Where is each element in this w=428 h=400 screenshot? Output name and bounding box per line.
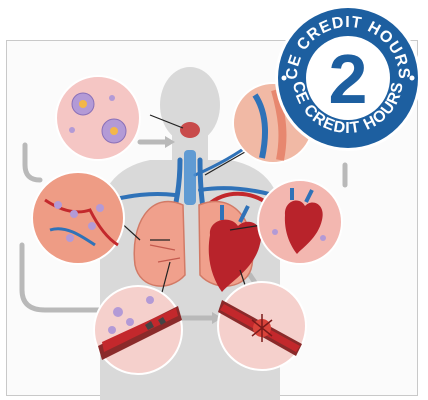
trachea xyxy=(184,150,196,205)
mouth xyxy=(180,122,200,138)
magnified-circle-clot xyxy=(218,282,306,370)
ce-credit-hours-badge: CE CREDIT HOURS CE CREDIT HOURS 2 xyxy=(272,2,424,154)
badge-dot-icon xyxy=(282,76,287,81)
badge-number: 2 xyxy=(329,40,368,118)
magnified-circle-vessel-virus xyxy=(94,286,182,374)
magnified-circle-heart xyxy=(258,180,342,264)
badge-dot-icon xyxy=(410,76,415,81)
magnified-circle-virus xyxy=(56,76,140,160)
magnified-circle-alveoli xyxy=(32,172,124,264)
